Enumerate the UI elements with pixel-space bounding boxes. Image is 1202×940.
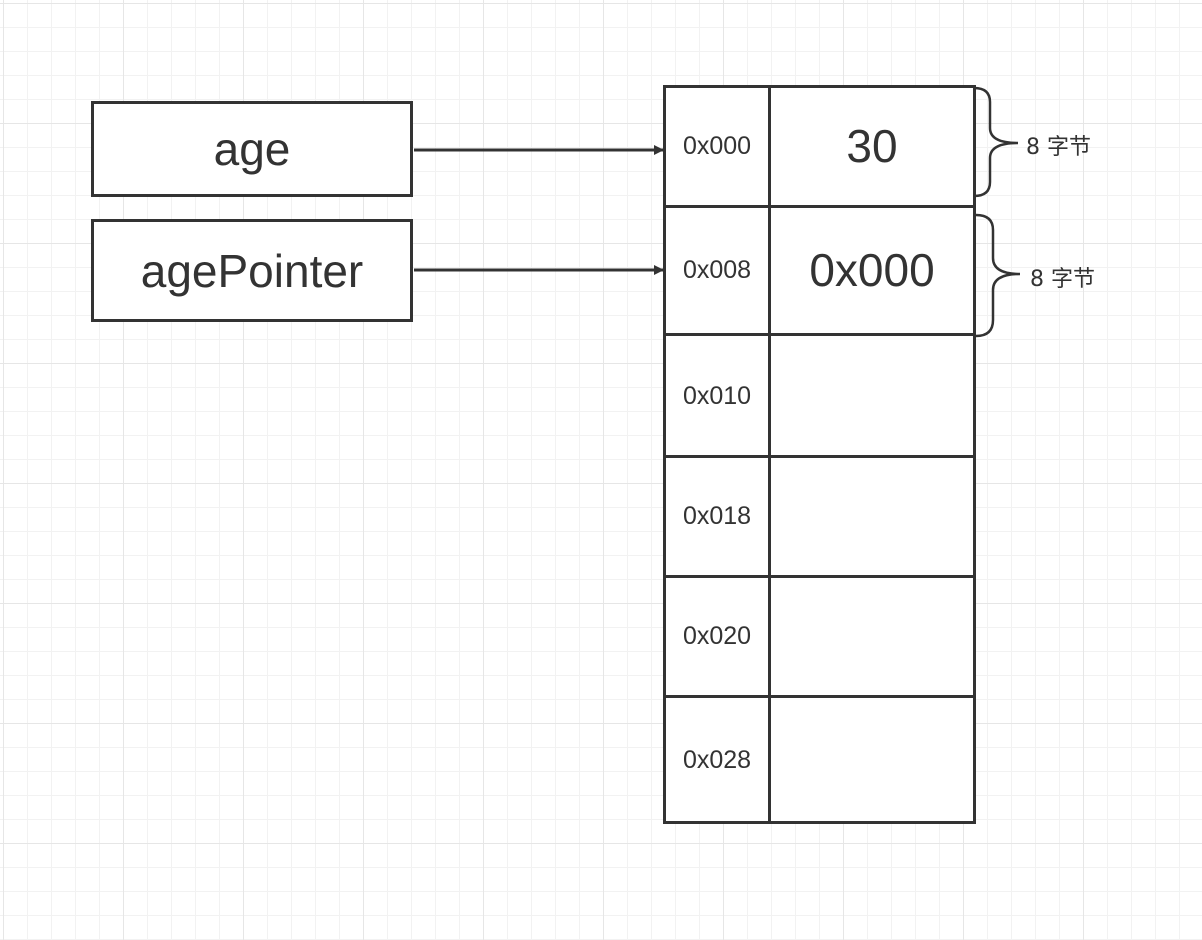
memory-value-cell — [768, 456, 976, 576]
variable-box-agepointer: agePointer — [91, 219, 413, 322]
memory-address: 0x018 — [682, 501, 752, 530]
memory-grid-lines — [663, 85, 976, 824]
memory-value-cell: 30 — [768, 85, 976, 207]
memory-address: 0x000 — [682, 131, 752, 160]
variable-name-agepointer: agePointer — [140, 244, 364, 297]
memory-address-cell: 0x008 — [663, 204, 771, 336]
memory-address: 0x028 — [682, 745, 752, 774]
memory-address: 0x008 — [682, 255, 752, 284]
variable-box-age: age — [91, 101, 413, 197]
brace-label: 8 字节 — [1026, 135, 1091, 160]
memory-address-cell: 0x028 — [663, 696, 771, 824]
memory-address: 0x010 — [682, 381, 752, 410]
brace-icon — [975, 213, 1021, 338]
memory-value-cell — [768, 576, 976, 696]
brace-label: 8 字节 — [1030, 267, 1095, 292]
memory-address-cell: 0x018 — [663, 456, 771, 576]
memory-value: 30 — [846, 120, 898, 172]
memory-address: 0x020 — [682, 621, 752, 650]
brace-icon — [973, 86, 1019, 198]
memory-address-cell: 0x000 — [663, 85, 771, 207]
variable-name-age: age — [213, 123, 291, 175]
memory-value-cell — [768, 696, 976, 824]
memory-value-cell: 0x000 — [768, 204, 976, 336]
memory-address-cell: 0x010 — [663, 336, 771, 456]
memory-value-cell — [768, 336, 976, 456]
memory-address-cell: 0x020 — [663, 576, 771, 696]
memory-value: 0x000 — [809, 244, 935, 296]
